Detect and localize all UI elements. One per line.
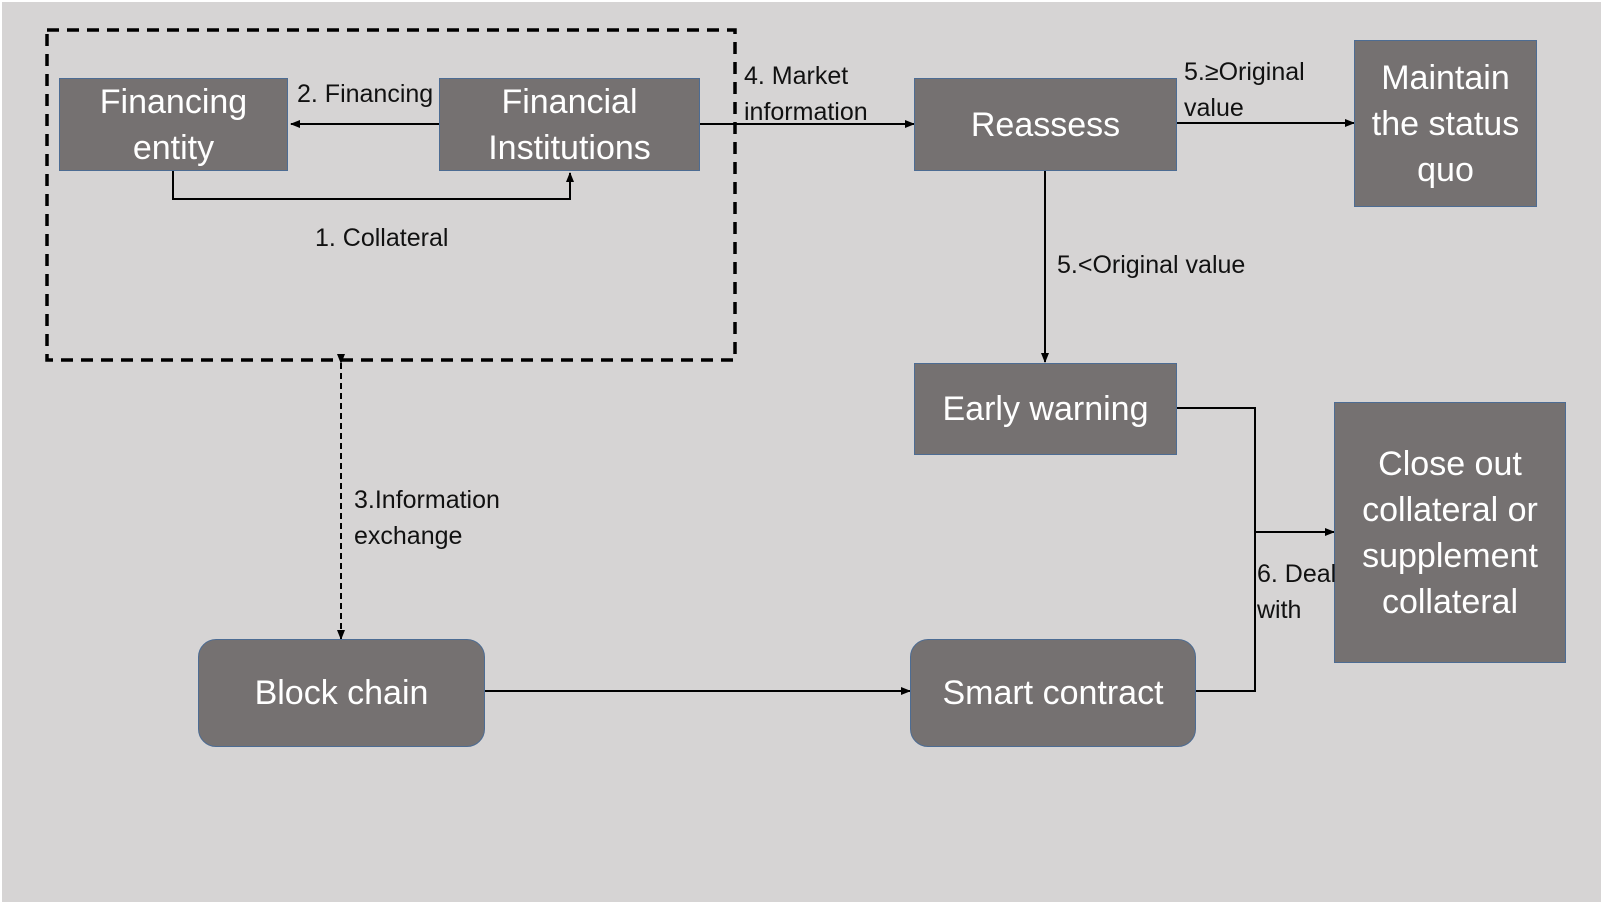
block-chain-node: Block chain — [198, 639, 485, 747]
collateral-arrow — [172, 171, 574, 200]
reassess-node: Reassess — [914, 78, 1177, 171]
information-exchange-label: 3.Information exchange — [354, 486, 500, 550]
maintain-status-quo-node: Maintain the status quo — [1354, 40, 1537, 207]
lt-original-value-label: 5.<Original value — [1057, 251, 1246, 279]
deal-with-label: 6. Deal with — [1257, 560, 1337, 624]
early-warning-node: Early warning — [914, 363, 1177, 455]
collateral-label: 1. Collateral — [315, 224, 449, 252]
ge-original-value-label: 5.≥Original value — [1184, 58, 1305, 122]
financial-institutions-node: Financial Institutions — [439, 78, 700, 171]
financing-label: 2. Financing — [297, 80, 434, 108]
market-information-label: 4. Market information — [744, 62, 868, 126]
financing-entity-node: Financing entity — [59, 78, 288, 171]
smart-contract-node: Smart contract — [910, 639, 1196, 747]
close-out-collateral-node: Close out collateral or supplement colla… — [1334, 402, 1566, 663]
group-boundary — [45, 28, 737, 362]
early-warning-connector — [1177, 407, 1256, 692]
